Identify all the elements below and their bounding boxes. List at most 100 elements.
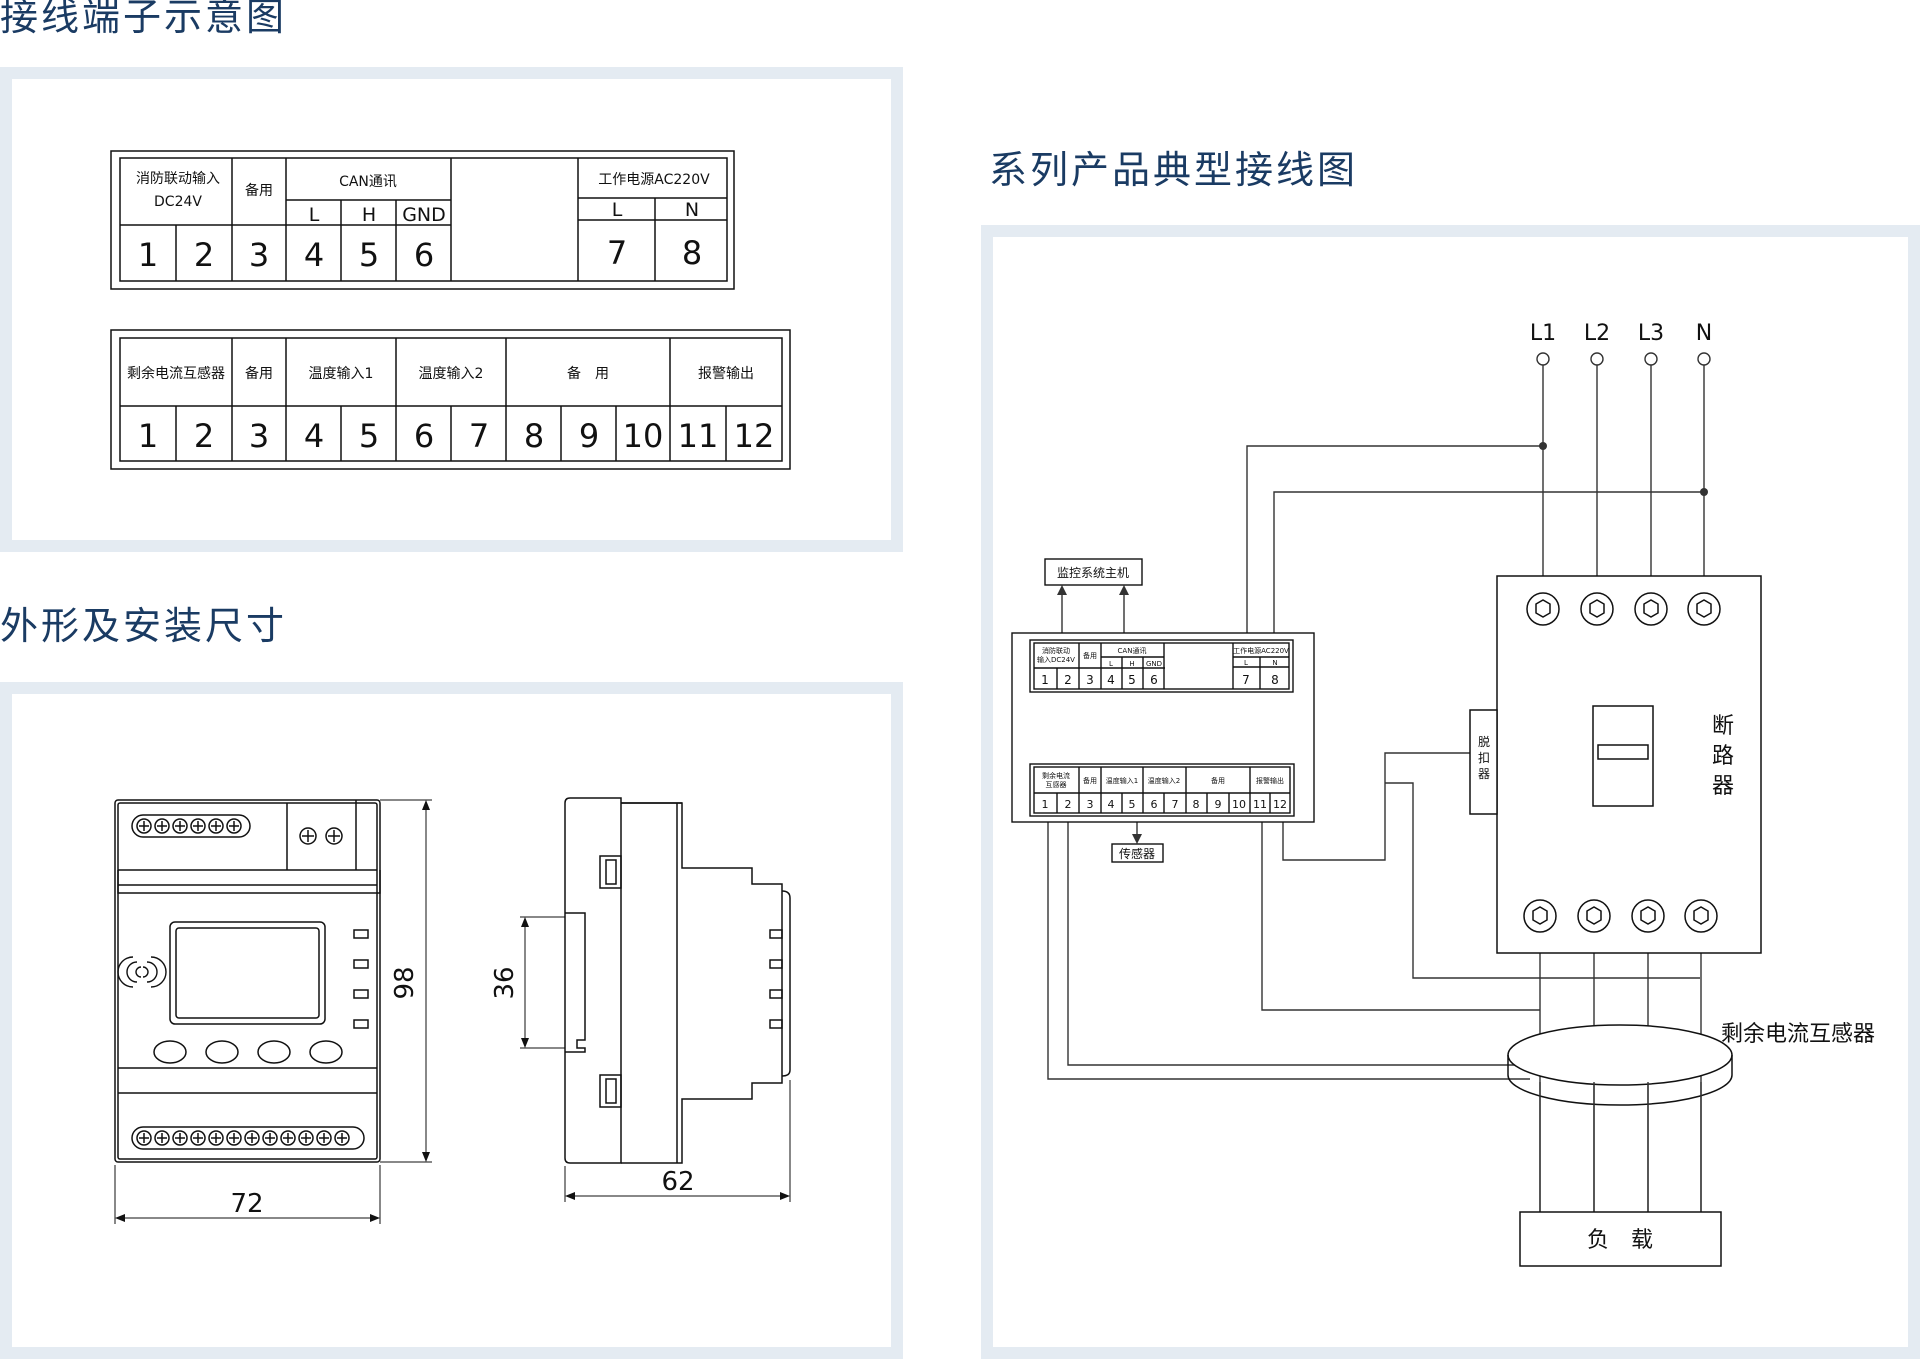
tb1-can-h-label: H	[362, 204, 376, 226]
tb1-terminal-7: 7	[607, 234, 627, 272]
mini-device	[1011, 632, 1315, 823]
breaker-char-1: 断	[1712, 714, 1734, 739]
tb2-temp2-label: 温度输入2	[419, 366, 484, 382]
tb2-terminal-7: 7	[469, 417, 489, 455]
mini-top-n6: 6	[1150, 673, 1158, 687]
mini-top-can-gnd: GND	[1146, 660, 1162, 668]
phase-n-label: N	[1696, 321, 1712, 346]
device-front-view	[114, 799, 432, 1224]
breaker-char-3: 器	[1712, 774, 1734, 799]
tb1-terminal-5: 5	[359, 236, 379, 274]
tb1-can-gnd-label: GND	[402, 204, 446, 226]
mini-top-can-l: L	[1109, 660, 1113, 668]
tb1-power-label: 工作电源AC220V	[598, 172, 710, 188]
mini-bottom-n1: 1	[1042, 798, 1049, 811]
terminal-heading: 接线端子示意图	[0, 0, 288, 39]
tb2-alarm-label: 报警输出	[698, 366, 754, 382]
load-label: 负 载	[1587, 1228, 1653, 1253]
tb1-can-l-label: L	[309, 204, 320, 226]
tb2-terminal-5: 5	[359, 417, 379, 455]
mini-top-n1: 1	[1041, 673, 1049, 687]
mini-bottom-rcm-b: 互感器	[1046, 780, 1067, 789]
tb2-terminal-12: 12	[734, 417, 775, 455]
breaker-char-2: 路	[1712, 744, 1734, 769]
monitor-host-label: 监控系统主机	[1057, 566, 1129, 580]
tb2-terminal-9: 9	[579, 417, 599, 455]
terminal-block-2	[110, 329, 791, 470]
phase-l2-label: L2	[1584, 321, 1610, 346]
mini-bottom-n7: 7	[1172, 798, 1179, 811]
sensor-box: 传感器	[1111, 843, 1164, 863]
mini-device-top-labels: 消防联动 输入DC24V 备用 CAN通讯 L H GND 工作电源AC220V…	[1037, 646, 1289, 687]
tb1-terminal-4: 4	[304, 236, 324, 274]
mini-top-n5: 5	[1128, 673, 1136, 687]
mini-top-n7: 7	[1242, 673, 1250, 687]
trip-char-1: 脱	[1478, 734, 1490, 749]
mini-bottom-n6: 6	[1151, 798, 1158, 811]
tb2-terminal-2: 2	[194, 417, 214, 455]
tb2-terminal-8: 8	[524, 417, 544, 455]
tb1-terminal-3: 3	[249, 236, 269, 274]
mini-top-n4: 4	[1107, 673, 1115, 687]
tb1-fire-sub-label: DC24V	[154, 194, 202, 210]
mini-top-can: CAN通讯	[1118, 646, 1147, 655]
tb2-spare2-label: 备 用	[567, 365, 609, 382]
tb2-terminal-6: 6	[414, 417, 434, 455]
dimension-heading: 外形及安装尺寸	[0, 604, 288, 648]
dimension-rail-label: 36	[490, 966, 520, 999]
mini-bottom-n4: 4	[1108, 798, 1115, 811]
tb1-power-l-label: L	[612, 199, 623, 221]
tb1-power-n-label: N	[685, 199, 699, 221]
mini-top-power-l: L	[1244, 659, 1248, 667]
phase-l1-label: L1	[1530, 321, 1556, 346]
dimension-width-label: 72	[230, 1189, 263, 1219]
tb1-terminal-8: 8	[682, 234, 702, 272]
circuit-breaker	[1469, 575, 1762, 954]
tb1-terminal-6: 6	[414, 236, 434, 274]
mini-bottom-rcm-a: 剩余电流	[1042, 771, 1070, 780]
mini-top-n2: 2	[1064, 673, 1072, 687]
dimension-depth-label: 62	[661, 1167, 694, 1197]
mini-bottom-n2: 2	[1065, 798, 1072, 811]
mini-bottom-n12: 12	[1273, 798, 1287, 811]
mini-bottom-alarm: 报警输出	[1256, 776, 1284, 785]
rcm-label: 剩余电流互感器	[1721, 1022, 1875, 1047]
tb2-terminal-11: 11	[678, 417, 719, 455]
tb2-terminal-1: 1	[138, 417, 158, 455]
mini-top-power: 工作电源AC220V	[1233, 646, 1289, 655]
tb2-terminal-3: 3	[249, 417, 269, 455]
tb1-terminal-1: 1	[138, 236, 158, 274]
mini-top-spare: 备用	[1083, 651, 1097, 660]
tb1-fire-label: 消防联动输入	[136, 171, 220, 187]
mini-top-can-h: H	[1129, 660, 1134, 668]
mini-top-fire-b: 输入DC24V	[1037, 655, 1075, 664]
mini-bottom-temp2: 温度输入2	[1148, 776, 1180, 785]
trip-unit-labels: 脱 扣 器	[1478, 734, 1490, 781]
rcm-ring	[1507, 1024, 1733, 1212]
mini-bottom-n5: 5	[1129, 798, 1136, 811]
mini-bottom-spare2: 备用	[1211, 776, 1225, 785]
terminal-panel	[0, 67, 903, 552]
phase-l3-label: L3	[1638, 321, 1664, 346]
mini-top-n3: 3	[1086, 673, 1094, 687]
trip-char-3: 器	[1478, 767, 1490, 781]
mini-top-power-n: N	[1272, 659, 1277, 667]
device-side-view	[520, 797, 791, 1202]
mini-device-bottom-labels: 剩余电流 互感器 备用 温度输入1 温度输入2 备用 报警输出 1 2 3 4 …	[1042, 771, 1288, 811]
typical-wiring-heading: 系列产品典型接线图	[989, 148, 1359, 192]
phase-labels: L1 L2 L3 N	[1530, 321, 1712, 346]
mini-bottom-temp1: 温度输入1	[1106, 776, 1138, 785]
dimension-height-label: 98	[390, 966, 420, 999]
tb1-terminal-2: 2	[194, 236, 214, 274]
terminal-block-2-labels: 剩余电流互感器 备用 温度输入1 温度输入2 备 用 报警输出 1 2 3 4 …	[127, 365, 774, 455]
tb1-can-label: CAN通讯	[339, 174, 397, 190]
mini-bottom-n8: 8	[1193, 798, 1200, 811]
breaker-labels: 断 路 器	[1712, 714, 1734, 799]
trip-char-2: 扣	[1478, 751, 1490, 765]
monitor-host-box: 监控系统主机	[1044, 558, 1143, 586]
sensor-label: 传感器	[1119, 846, 1155, 861]
mini-bottom-n9: 9	[1215, 798, 1222, 811]
wireless-icon	[142, 956, 167, 988]
load-box: 负 载	[1519, 1211, 1722, 1267]
